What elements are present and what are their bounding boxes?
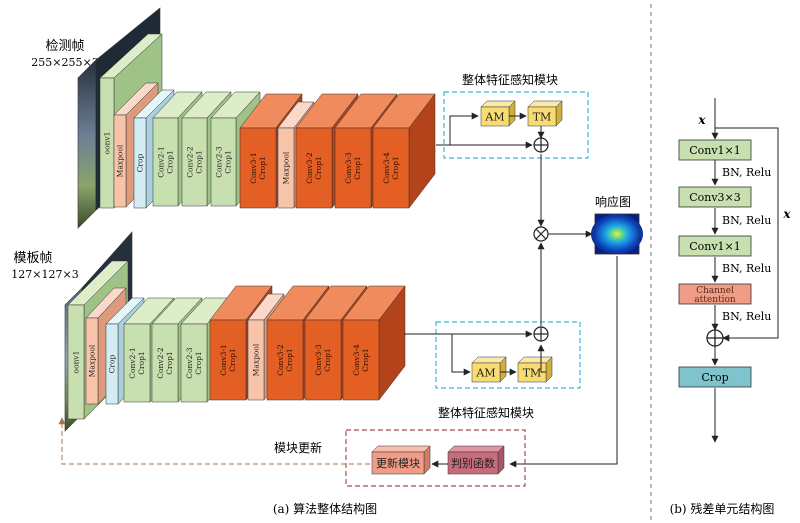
bottom-layer-7-label: Crop1 — [228, 348, 237, 371]
top-layer-9-label: Crop1 — [314, 156, 323, 179]
feature-module-bottom-box — [435, 321, 581, 389]
residual-input-x: x — [697, 113, 706, 127]
caption-b: (b) 残差单元结构图 — [670, 501, 775, 516]
top-layer-10-label: Conv3-3 — [344, 152, 353, 184]
template-frame-title: 检测帧 — [45, 39, 84, 54]
bottom-layer-6-label: Crop1 — [194, 351, 203, 374]
residual-bn-4: BN, Relu — [722, 310, 771, 323]
bottom-layer-9-label: Crop1 — [285, 348, 294, 371]
am-bottom-text: AM — [475, 367, 495, 380]
top-layer-4-label: Conv2-1 — [157, 146, 166, 177]
residual-crop: Crop — [678, 366, 752, 388]
svg-text:Channel: Channel — [696, 286, 734, 296]
bottom-layer-5-label: Crop1 — [165, 351, 174, 374]
svg-text:attention: attention — [694, 295, 736, 305]
bottom-layer-7-label: Conv3-1 — [219, 344, 228, 375]
bottom-layer-8-label: Maxpool — [252, 343, 261, 376]
judge-function-text: 判别函数 — [451, 457, 495, 470]
bottom-layer-4-label: Conv2-1 — [128, 347, 137, 378]
bottom-layer-10-label: Conv3-3 — [314, 344, 323, 376]
top-layer-3-label: Crop — [136, 153, 145, 172]
top-layer-6-label: Crop1 — [224, 150, 233, 173]
residual-bn-1: BN, Relu — [722, 166, 771, 179]
template-frame-label: 检测帧 255×255×3 — [31, 39, 98, 69]
residual-bn-2: BN, Relu — [722, 214, 771, 227]
residual-bn-3: BN, Relu — [722, 262, 771, 275]
top-layer-9-label: Conv3-2 — [305, 152, 314, 184]
top-layer-6-label: Conv2-3 — [215, 146, 224, 178]
search-frame-size: 127×127×3 — [11, 268, 78, 281]
response-map-label: 响应图 — [595, 194, 631, 209]
top-layer-2-label: Maxpool — [116, 144, 125, 177]
bottom-layer-11-label: Crop1 — [361, 348, 370, 371]
bottom-layer-6-label: Conv2-3 — [185, 347, 194, 379]
top-layer-7-label: Crop1 — [258, 156, 267, 179]
svg-text:Crop: Crop — [701, 371, 728, 384]
correlation-node — [533, 226, 549, 242]
residual-unit: x x Conv1×1 BN, Relu Conv3×3 BN, Relu Co… — [678, 98, 791, 443]
update-region-box — [345, 429, 526, 487]
tm-top — [527, 100, 563, 127]
residual-skip-x: x — [782, 207, 791, 221]
am-block-bottom: AM — [471, 356, 507, 383]
tm-bottom — [517, 356, 553, 383]
judge-function-block: 判别函数 — [447, 445, 505, 475]
sum-node-bottom — [533, 326, 549, 342]
search-frame-title: 模板帧 — [13, 251, 52, 266]
update-module-block: 更新模块 — [371, 445, 431, 475]
top-flow-lines — [436, 112, 545, 227]
am-top — [480, 100, 516, 127]
bottom-layer-1-label: oonv1 — [72, 351, 81, 374]
caption-a: (a) 算法整体结构图 — [273, 501, 377, 516]
bottom-flow-lines — [404, 242, 546, 376]
svg-text:Conv1×1: Conv1×1 — [689, 240, 741, 253]
tm-block-bottom: TM — [517, 356, 553, 383]
tm-bottom-text: TM — [523, 367, 542, 380]
feature-module-top-box — [443, 91, 589, 159]
top-layer-10-label: Crop1 — [353, 156, 362, 179]
sum-node-top — [533, 137, 549, 153]
search-frame-label: 模板帧 127×127×3 — [11, 251, 78, 281]
update-feedback-arrow — [58, 417, 370, 465]
bottom-layer-5-label: Conv2-2 — [156, 347, 165, 379]
am-bottom — [471, 356, 507, 383]
am-block-top: AM — [480, 100, 516, 127]
am-top-text: AM — [484, 111, 504, 124]
bottom-layer-9-label: Conv3-2 — [276, 344, 285, 376]
tm-top-text: TM — [533, 111, 552, 124]
feature-module-bottom-title: 整体特征感知模块 — [438, 405, 534, 420]
svg-text:Conv3×3: Conv3×3 — [689, 191, 741, 204]
residual-sum-node — [706, 329, 724, 347]
top-layer-11-label: Conv3-4 — [382, 152, 391, 184]
top-layer-4-label: Crop1 — [166, 150, 175, 173]
residual-conv1x1-b: Conv1×1 — [678, 235, 752, 257]
top-layer-5-label: Crop1 — [195, 150, 204, 173]
svg-text:Conv1×1: Conv1×1 — [689, 144, 741, 157]
bottom-layer-4-label: Crop1 — [137, 351, 146, 374]
top-layer-5-label: Conv2-2 — [186, 146, 195, 178]
tm-block-top: TM — [527, 100, 563, 127]
update-module-text: 更新模块 — [376, 456, 420, 470]
top-layer-7-label: Conv3-1 — [249, 152, 258, 183]
template-frame-size: 255×255×3 — [31, 56, 98, 69]
update-label: 模块更新 — [274, 440, 322, 455]
top-layer-1-label: oonv1 — [103, 132, 112, 155]
bottom-layer-11-label: Conv3-4 — [352, 344, 361, 376]
top-layer-11-label: Crop1 — [391, 156, 400, 179]
feature-module-top-title: 整体特征感知模块 — [462, 72, 558, 87]
response-map-image — [591, 213, 643, 255]
bottom-layer-3-label: Crop — [108, 354, 117, 373]
top-layer-8-label: Maxpool — [282, 151, 291, 184]
bottom-layer-10-label: Crop1 — [323, 348, 332, 371]
bottom-layer-2-label: Maxpool — [88, 344, 97, 377]
response-to-judge-arrow — [509, 256, 618, 468]
residual-conv3x3: Conv3×3 — [678, 186, 752, 208]
residual-conv1x1-a: Conv1×1 — [678, 139, 752, 161]
residual-channel-attention: Channel attention — [678, 283, 752, 305]
